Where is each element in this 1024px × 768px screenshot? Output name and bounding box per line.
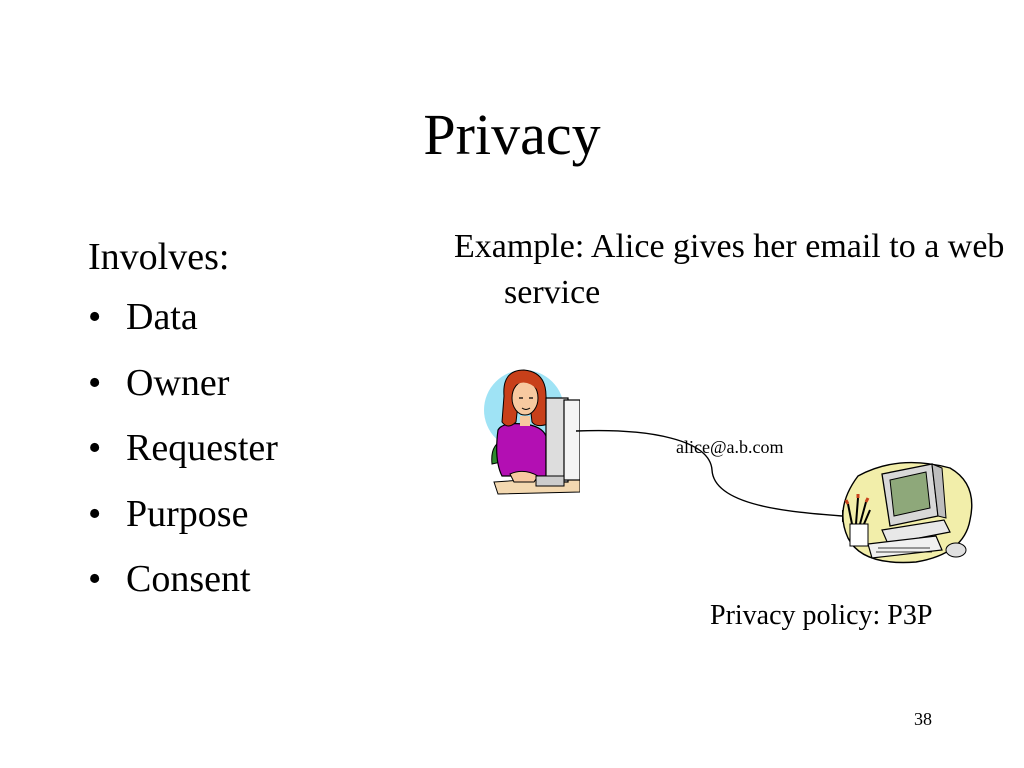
computer-server-icon <box>842 461 973 564</box>
involves-list: • Data • Owner • Requester • Purpose • C… <box>88 294 428 622</box>
list-item: • Owner <box>88 360 428 426</box>
list-item: • Requester <box>88 425 428 491</box>
woman-at-computer-icon <box>484 369 580 495</box>
list-item: • Consent <box>88 556 428 622</box>
list-item-label: Requester <box>126 427 278 469</box>
email-label: alice@a.b.com <box>676 437 784 457</box>
page-number: 38 <box>914 709 932 729</box>
bullet-icon: • <box>88 296 102 338</box>
involves-section: Involves: • Data • Owner • Requester • P… <box>88 234 428 622</box>
list-item-label: Purpose <box>126 492 249 535</box>
list-item-label: Data <box>126 296 198 338</box>
bullet-icon: • <box>88 492 102 535</box>
example-text: Example: Alice gives her email to a web … <box>454 228 1005 311</box>
list-item: • Purpose <box>88 491 428 557</box>
privacy-policy-label: Privacy policy: P3P <box>710 600 933 631</box>
slide-title: Privacy <box>423 102 601 167</box>
list-item-label: Consent <box>126 558 251 600</box>
bullet-icon: • <box>88 558 102 600</box>
bullet-icon: • <box>88 427 102 469</box>
list-item-label: Owner <box>126 361 230 404</box>
list-item: • Data <box>88 294 428 360</box>
bullet-icon: • <box>88 361 102 404</box>
involves-heading: Involves: <box>88 236 230 278</box>
